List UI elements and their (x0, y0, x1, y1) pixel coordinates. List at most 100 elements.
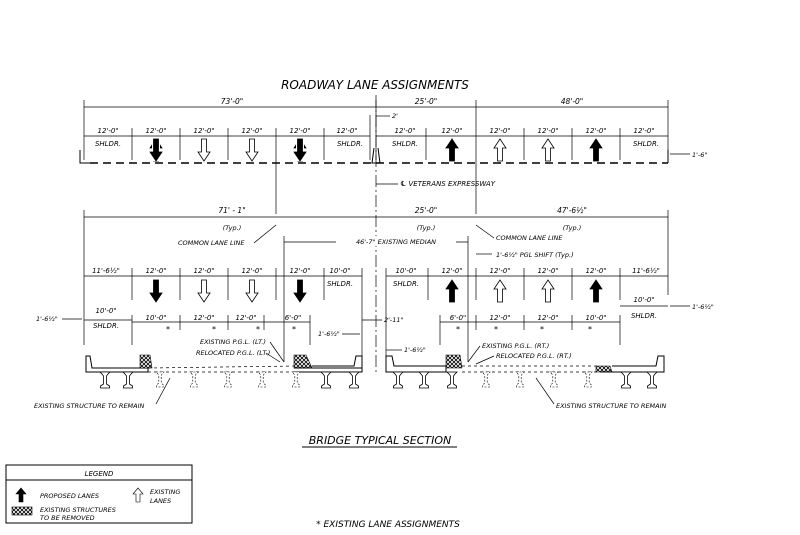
legend-box: LEGEND PROPOSED LANES EXISTING LANES EXI… (5, 464, 193, 524)
lane-dim-5: 12'-0" (289, 127, 310, 135)
dim-2-11: 2'-11" (384, 316, 404, 324)
dim-1-6-5-right: 1'-6½" (692, 303, 714, 311)
common-lane-line-left: COMMON LANE LINE (178, 239, 245, 247)
star: * (588, 325, 592, 334)
lane-dim-7: 12'-0" (394, 127, 415, 135)
removed-beam (515, 371, 525, 388)
existing-structure-left: EXISTING STRUCTURE TO REMAIN (34, 402, 145, 410)
roadway-dim-mid: 25'-0" (415, 97, 438, 106)
bridge-lane-dim: 12'-0" (193, 267, 214, 275)
star: * (166, 325, 170, 334)
legend-removed-2: TO BE REMOVED (40, 514, 95, 522)
dim-12: 12'-0" (489, 314, 510, 322)
dim-1-6-5-center: 1'-6½" (404, 346, 426, 354)
removed-beam (583, 371, 593, 388)
lane-dim-12: 12'-0" (633, 127, 654, 135)
star: * (292, 325, 296, 334)
typ-label: (Typ.) (223, 224, 242, 232)
bridge-dim-left: 71' - 1" (218, 206, 245, 215)
dim-10: 10'-0" (145, 314, 166, 322)
dim-1-6-5-left: 1'-6½" (36, 315, 58, 323)
bridge-lane-dimensions: 11'-6½" 12'-0" 12'-0" 12'-0" 12'-0" 10'-… (84, 267, 668, 360)
star: * (494, 325, 498, 334)
shoulder-label: SHLDR. (337, 140, 363, 148)
median-label: 46'-7" EXISTING MEDIAN (356, 238, 436, 246)
dim-offset: 1'-6" (692, 151, 707, 159)
proposed-lane-arrow (589, 138, 603, 162)
shoulder-label: SHLDR. (631, 312, 657, 320)
existing-lane-dims-left: 10'-0" SHLDR. 10'-0" 12'-0" 12'-0" 6'-0"… (36, 307, 360, 345)
bridge-lane-dim: 10'-0" (395, 267, 416, 275)
lane-dim-9: 12'-0" (489, 127, 510, 135)
roadway-lane-dimensions: 12'-0" 12'-0" 12'-0" 12'-0" 12'-0" 12'-0… (84, 112, 707, 160)
dim-10: 10'-0" (585, 314, 606, 322)
footnote: * EXISTING LANE ASSIGNMENTS (316, 520, 460, 530)
bridge-lane-arrows (149, 279, 603, 303)
bridge-dim-shoulder: 11'-6½" (92, 267, 120, 275)
existing-lane-arrow (493, 138, 507, 162)
existing-lane-arrow (197, 138, 211, 162)
bridge-lane-dim: 12'-0" (145, 267, 166, 275)
bridge-beam (99, 371, 111, 389)
dim-12: 12'-0" (235, 314, 256, 322)
legend-existing-1: EXISTING (150, 488, 180, 496)
removed-beam (189, 371, 199, 388)
roadway-dim-right: 48'-0" (561, 97, 584, 106)
lane-dim-3: 12'-0" (193, 127, 214, 135)
roadway-down-arrows (149, 138, 459, 162)
bridge-beam (320, 371, 332, 389)
bridge-beam (620, 371, 632, 389)
lane-dim-2: 12'-0" (145, 127, 166, 135)
bridge-beam (348, 371, 360, 389)
star: * (256, 325, 260, 334)
shoulder-label: SHLDR. (392, 140, 418, 148)
removed-beam (223, 371, 233, 388)
lane-dim-1: 12'-0" (97, 127, 118, 135)
left-bridge-deck (85, 354, 363, 373)
existing-lane-arrow (541, 138, 555, 162)
removed-beam (155, 371, 165, 388)
typ-label: (Typ.) (563, 224, 582, 232)
bridge-lane-dim: 12'-0" (489, 267, 510, 275)
proposed-lane-arrow (293, 279, 307, 303)
existing-pgl-rt: EXISTING P.G.L. (RT.) (482, 342, 549, 350)
dim-2ft: 2' (392, 112, 398, 120)
shoulder-label: SHLDR. (95, 140, 121, 148)
typ-label: (Typ.) (417, 224, 436, 232)
existing-lane-arrow (245, 138, 259, 162)
removed-beam (549, 371, 559, 388)
bridge-dim-mid: 25'-0" (415, 206, 438, 215)
bridge-lane-dim: 12'-0" (537, 267, 558, 275)
legend-proposed-arrow-icon (15, 487, 27, 503)
dim-12: 12'-0" (193, 314, 214, 322)
existing-structure-right: EXISTING STRUCTURE TO REMAIN (556, 402, 667, 410)
bridge-beam (392, 371, 404, 389)
existing-lane-arrow (493, 279, 507, 303)
lane-dim-11: 12'-0" (585, 127, 606, 135)
existing-lane-arrow (541, 279, 555, 303)
legend-removed-1: EXISTING STRUCTURES (40, 506, 116, 514)
roadway-surface (79, 147, 669, 164)
roadway-title: ROADWAY LANE ASSIGNMENTS (281, 78, 469, 92)
common-lane-line-right: COMMON LANE LINE (496, 234, 563, 242)
legend-existing-2: LANES (150, 497, 171, 505)
removed-beam (257, 371, 267, 388)
lane-dim-10: 12'-0" (537, 127, 558, 135)
dim-12: 12'-0" (537, 314, 558, 322)
removed-beam (291, 371, 301, 388)
bridge-lane-dim: 12'-0" (241, 267, 262, 275)
existing-lane-arrow (197, 279, 211, 303)
proposed-lane-arrow (149, 279, 163, 303)
bridge-dim-shoulder: 11'-6½" (632, 267, 660, 275)
star: * (212, 325, 216, 334)
bridge-dim-right: 47'-6½" (557, 206, 587, 215)
legend-title: LEGEND (85, 470, 114, 478)
bridge-lane-dim: 12'-0" (441, 267, 462, 275)
shoulder-label: SHLDR. (633, 140, 659, 148)
star: * (456, 325, 460, 334)
proposed-lane-arrow (445, 279, 459, 303)
dim-6: 6'-0" (285, 314, 302, 322)
shoulder-label: SHLDR. (327, 280, 353, 288)
